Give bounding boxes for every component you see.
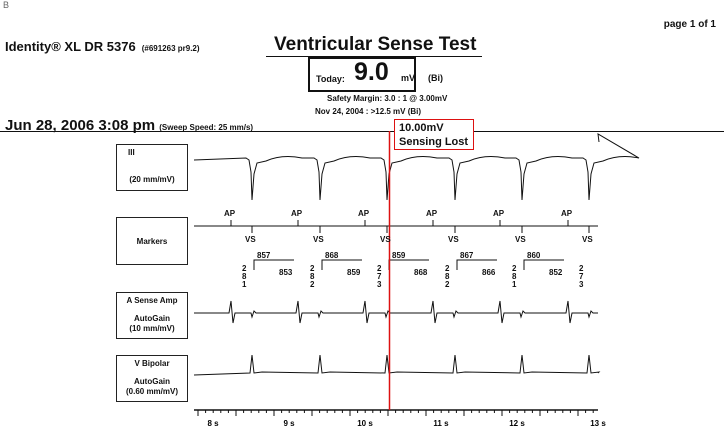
today-value-box <box>308 57 416 92</box>
a-sense-trace <box>194 300 598 324</box>
axis-tick-label: 13 s <box>590 419 606 428</box>
vv-interval-value: 857 <box>257 251 271 260</box>
device-name: Identity® XL DR 5376 (#691263 pr9.2) <box>5 39 200 54</box>
today-polarity: (Bi) <box>428 73 443 83</box>
sweep-speed: (Sweep Speed: 25 mm/s) <box>159 123 254 132</box>
channel-label-a-sense: A Sense Amp AutoGain (10 mm/mV) <box>116 292 188 339</box>
stacked-code-digit: 2 <box>310 280 315 289</box>
axis-tick-label: 12 s <box>509 419 525 428</box>
device-model: Identity® XL DR 5376 <box>5 39 136 54</box>
vs-marker-label: VS <box>582 235 593 244</box>
sensing-lost-callout <box>394 119 474 150</box>
egm-name: III <box>128 148 135 157</box>
ap-marker-label: AP <box>493 209 505 218</box>
stacked-code-digit: 8 <box>512 272 517 281</box>
stacked-code-digit: 2 <box>445 280 450 289</box>
v-bipolar-name: V Bipolar <box>134 359 170 368</box>
stacked-code-digit: 7 <box>377 272 382 281</box>
channel-label-markers: Markers <box>116 217 188 265</box>
time-axis: 8 s 9 s 10 s 11 s 12 s 13 s <box>194 409 606 428</box>
device-code: (#691263 pr9.2) <box>141 44 200 53</box>
egm-scale: (20 mm/mV) <box>129 175 175 184</box>
ap-marker-label: AP <box>291 209 303 218</box>
vs-marker-label: VS <box>380 235 391 244</box>
vs-marker-label: VS <box>313 235 324 244</box>
ap-marker-label: AP <box>224 209 236 218</box>
av-interval-value: 852 <box>549 268 563 277</box>
vv-interval-bracket <box>253 259 294 270</box>
stacked-code-digit: 2 <box>579 264 584 273</box>
v-bipolar-gain: AutoGain <box>134 377 170 386</box>
stacked-code-digit: 2 <box>377 264 382 273</box>
title-underline <box>266 56 482 57</box>
recording-datetime: Jun 28, 2006 3:08 pm (Sweep Speed: 25 mm… <box>5 117 253 134</box>
av-interval-value: 868 <box>414 268 428 277</box>
today-label: Today: <box>316 74 345 84</box>
stacked-code-digit: 8 <box>445 272 450 281</box>
previous-measurement: Nov 24, 2004 : >12.5 mV (Bi) <box>315 107 422 116</box>
egm-trace <box>193 133 640 201</box>
vv-interval-value: 867 <box>460 251 474 260</box>
stacked-code-digit: 8 <box>310 272 315 281</box>
ap-marker-label: AP <box>426 209 438 218</box>
stacked-code-digit: 3 <box>579 280 584 289</box>
stacked-code-digit: 3 <box>377 280 382 289</box>
axis-tick-label: 8 s <box>207 419 219 428</box>
callout-status: Sensing Lost <box>399 136 469 148</box>
today-value: 9.0 <box>354 58 389 86</box>
safety-margin: Safety Margin: 3.0 : 1 @ 3.00mV <box>327 94 448 103</box>
axis-tick-label: 10 s <box>357 419 373 428</box>
today-unit: mV <box>401 73 416 83</box>
axis-tick-label: 11 s <box>433 419 449 428</box>
vv-interval-value: 859 <box>392 251 406 260</box>
marker-channel <box>194 220 598 270</box>
channel-label-v-bipolar: V Bipolar AutoGain (0.60 mm/mV) <box>116 355 188 402</box>
ap-marker-label: AP <box>358 209 370 218</box>
a-sense-gain: AutoGain <box>134 314 170 323</box>
page-indicator: page 1 of 1 <box>663 19 716 30</box>
av-interval-value: 859 <box>347 268 361 277</box>
vv-interval-bracket <box>321 259 362 270</box>
axis-tick-label: 9 s <box>283 419 295 428</box>
markers-name: Markers <box>136 237 168 246</box>
channel-label-egm: III (20 mm/mV) <box>116 144 188 191</box>
av-interval-value: 853 <box>279 268 293 277</box>
vv-interval-bracket <box>523 259 564 270</box>
ap-marker-label: AP <box>561 209 573 218</box>
stacked-code-digit: 2 <box>242 264 247 273</box>
corner-label: B <box>3 0 10 10</box>
av-interval-value: 866 <box>482 268 496 277</box>
vs-marker-label: VS <box>448 235 459 244</box>
stacked-code-digit: 2 <box>512 264 517 273</box>
a-sense-scale: (10 mm/mV) <box>129 324 175 333</box>
stacked-code-digit: 7 <box>579 272 584 281</box>
vs-marker-label: VS <box>515 235 526 244</box>
v-bipolar-trace <box>193 354 601 376</box>
vv-interval-value: 868 <box>325 251 339 260</box>
page-title: Ventricular Sense Test <box>274 34 477 55</box>
stacked-code-digit: 8 <box>242 272 247 281</box>
stacked-code-digit: 1 <box>512 280 517 289</box>
header-divider <box>0 131 724 132</box>
stacked-code-digit: 1 <box>242 280 247 289</box>
a-sense-name: A Sense Amp <box>126 296 178 305</box>
v-bipolar-scale: (0.60 mm/mV) <box>125 387 179 396</box>
vs-marker-label: VS <box>245 235 256 244</box>
vv-interval-bracket <box>456 259 497 270</box>
vv-interval-value: 860 <box>527 251 541 260</box>
recording-date: Jun 28, 2006 3:08 pm <box>5 117 156 134</box>
stacked-code-digit: 2 <box>445 264 450 273</box>
callout-threshold: 10.00mV <box>399 122 444 134</box>
stacked-code-digit: 2 <box>310 264 315 273</box>
